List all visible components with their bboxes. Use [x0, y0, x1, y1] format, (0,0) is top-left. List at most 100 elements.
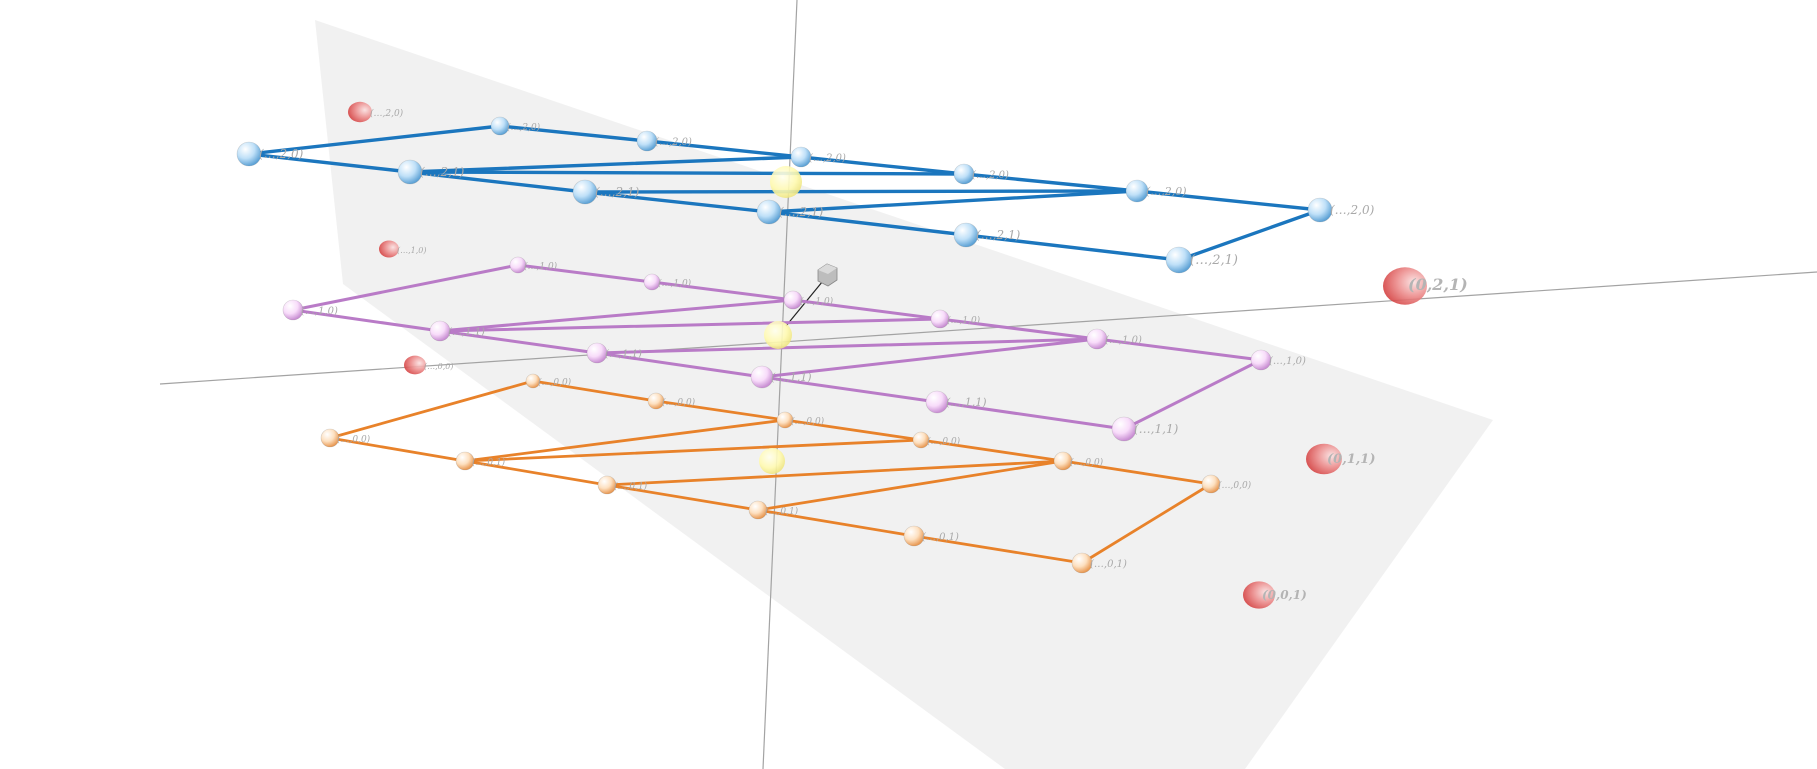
edge-bot-3 — [783, 418, 923, 442]
node-label-top-10: (…,2,1) — [976, 228, 1021, 242]
edge-mid-2 — [650, 280, 795, 302]
node-mid-2[interactable] — [643, 273, 661, 291]
node-label-mid-10: (…,1,1) — [946, 396, 987, 409]
center-node-top[interactable] — [770, 166, 802, 198]
node-label-bot-6: (…,0,0) — [1218, 480, 1252, 491]
node-mid-11[interactable] — [1111, 416, 1137, 442]
node-top-1[interactable] — [490, 116, 510, 136]
node-top-9[interactable] — [756, 199, 782, 225]
node-label-bot-7: (…,0,1) — [472, 457, 506, 468]
node-label-mid-2: (…,1,0) — [658, 278, 692, 289]
node-bot-6[interactable] — [1201, 474, 1221, 494]
edge-bot-7 — [463, 459, 609, 487]
labels-group: (…,2,0)(…,2,0)(…,2,0)(…,2,0)(…,2,0)(…,2,… — [259, 108, 1468, 602]
edge-top-13 — [408, 170, 966, 176]
node-label-mid-5: (…,1,0) — [1105, 335, 1142, 346]
edge-bot-12 — [463, 418, 787, 463]
node-label-mid-7: (…,1,1) — [448, 327, 485, 338]
node-top-11[interactable] — [1165, 246, 1193, 274]
node-bot-9[interactable] — [748, 500, 768, 520]
node-top-3[interactable] — [790, 146, 812, 168]
edge-top-3 — [799, 155, 966, 176]
edge-top-8 — [583, 190, 771, 214]
node-label-top-6: (…,2,0) — [1330, 203, 1375, 217]
node-label-bot-11: (…,0,1) — [1090, 559, 1127, 570]
node-mid-10[interactable] — [925, 390, 949, 414]
edge-top-14 — [583, 189, 1139, 194]
edge-bot-8 — [605, 483, 760, 512]
node-bot-8[interactable] — [597, 475, 617, 495]
node-mid-4[interactable] — [930, 309, 950, 329]
node-mid-1[interactable] — [509, 256, 527, 274]
node-label-mid-8: (…,1,1) — [605, 349, 642, 360]
edge-bot-10 — [912, 534, 1084, 565]
edge-mid-1 — [516, 263, 654, 284]
edge-mid-13 — [438, 317, 942, 333]
edge-top-11 — [1177, 208, 1322, 262]
node-top-10[interactable] — [953, 222, 979, 248]
edge-top-12 — [408, 155, 803, 174]
node-label-top-4: (…,2,0) — [972, 170, 1009, 181]
node-label-mid-4: (…,1,0) — [947, 315, 981, 326]
node-top-4[interactable] — [953, 163, 975, 185]
red-node-label-2: (…,0,0) — [424, 362, 454, 371]
node-mid-0[interactable] — [282, 299, 304, 321]
node-label-bot-4: (…,0,0) — [927, 436, 961, 447]
edge-mid-9 — [760, 375, 939, 404]
node-label-mid-9: (…,1,1) — [771, 371, 812, 384]
red-node-1[interactable] — [379, 240, 399, 258]
edge-top-10 — [964, 233, 1181, 262]
node-bot-1[interactable] — [525, 373, 541, 389]
node-bot-4[interactable] — [912, 431, 930, 449]
edge-mid-11 — [1122, 358, 1263, 431]
node-mid-8[interactable] — [586, 342, 608, 364]
node-label-top-7: (…,2,1) — [420, 165, 465, 179]
reference-plane — [315, 20, 1493, 769]
node-bot-10[interactable] — [903, 525, 925, 547]
node-top-2[interactable] — [636, 130, 658, 152]
red-node-5[interactable] — [1243, 581, 1275, 609]
node-label-top-8: (…,2,1) — [595, 185, 640, 199]
edge-mid-4 — [938, 317, 1099, 341]
edge-top-6 — [247, 152, 412, 174]
node-label-mid-3: (…,1,0) — [800, 296, 834, 307]
node-top-7[interactable] — [397, 159, 423, 185]
node-mid-3[interactable] — [783, 290, 803, 310]
edge-bot-9 — [756, 508, 916, 538]
node-label-mid-11: (…,1,1) — [1134, 422, 1179, 436]
node-bot-7[interactable] — [455, 451, 475, 471]
node-top-6[interactable] — [1307, 197, 1333, 223]
node-label-bot-2: (…,0,0) — [662, 397, 696, 408]
edge-mid-12 — [438, 298, 795, 333]
node-bot-3[interactable] — [776, 411, 794, 429]
node-mid-7[interactable] — [429, 320, 451, 342]
node-bot-0[interactable] — [320, 428, 340, 448]
edge-bot-4 — [919, 438, 1065, 463]
center-node-bot[interactable] — [759, 448, 785, 474]
node-mid-6[interactable] — [1250, 349, 1272, 371]
red-node-0[interactable] — [348, 101, 372, 123]
red-node-3[interactable] — [1383, 267, 1427, 305]
red-node-4[interactable] — [1306, 443, 1342, 475]
node-top-0[interactable] — [236, 141, 262, 167]
red-node-2[interactable] — [404, 355, 426, 375]
edge-bot-13 — [463, 438, 923, 463]
node-top-5[interactable] — [1125, 179, 1149, 203]
node-mid-5[interactable] — [1086, 328, 1108, 350]
node-label-bot-1: (…,0,0) — [538, 377, 572, 388]
node-bot-2[interactable] — [647, 392, 665, 410]
edge-bot-5 — [1061, 459, 1213, 486]
node-label-bot-3: (…,0,0) — [791, 416, 825, 427]
edge-top-4 — [962, 172, 1139, 193]
center-node-mid[interactable] — [764, 321, 792, 349]
node-mid-9[interactable] — [750, 365, 774, 389]
node-top-8[interactable] — [572, 179, 598, 205]
node-bot-5[interactable] — [1053, 451, 1073, 471]
red-node-label-0: (…,2,0) — [370, 108, 404, 119]
node-bot-11[interactable] — [1071, 552, 1093, 574]
edge-mid-6 — [291, 308, 442, 333]
edge-bot-1 — [531, 379, 658, 403]
edge-bot-14 — [605, 459, 1065, 487]
node-label-mid-1: (…,1,0) — [524, 261, 558, 272]
